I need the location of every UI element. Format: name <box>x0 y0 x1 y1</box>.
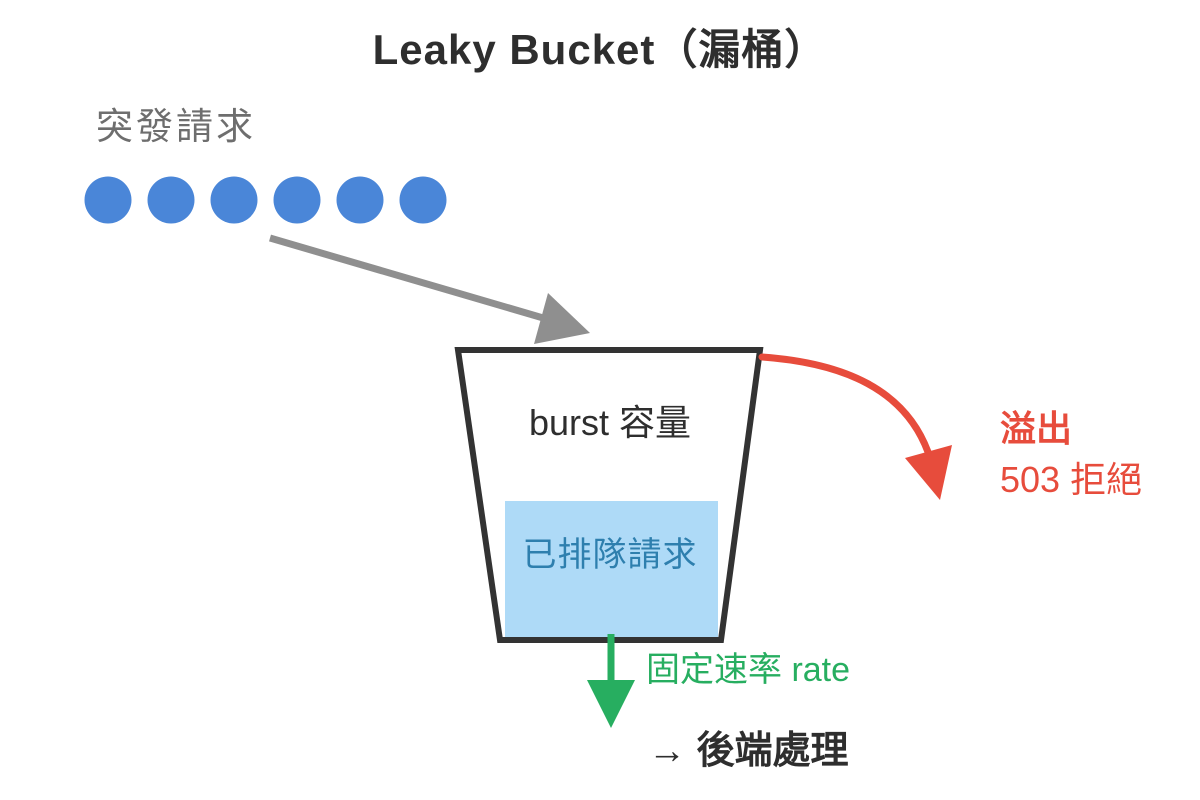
overflow-arrow-icon <box>758 353 952 500</box>
request-dot <box>273 176 321 224</box>
queued-water <box>505 501 718 637</box>
burst-requests-label: 突發請求 <box>96 106 256 147</box>
overflow-status-label: 503 拒絕 <box>1000 459 1143 500</box>
backend-processing-label: → 後端處理 <box>648 730 849 772</box>
request-dot <box>147 176 195 224</box>
diagram-title: Leaky Bucket（漏桶） <box>372 26 828 73</box>
request-dot <box>399 176 447 224</box>
request-dot <box>336 176 384 224</box>
inflow-arrow-icon <box>269 234 590 344</box>
fixed-rate-label: 固定速率 rate <box>646 651 851 689</box>
outflow-arrow-icon <box>587 634 635 728</box>
bucket-capacity-label: burst 容量 <box>528 402 692 443</box>
queued-requests-label: 已排隊請求 <box>522 536 698 574</box>
request-dot <box>84 176 132 224</box>
overflow-label: 溢出 <box>1000 408 1073 449</box>
request-dots <box>84 176 447 224</box>
request-dot <box>210 176 258 224</box>
